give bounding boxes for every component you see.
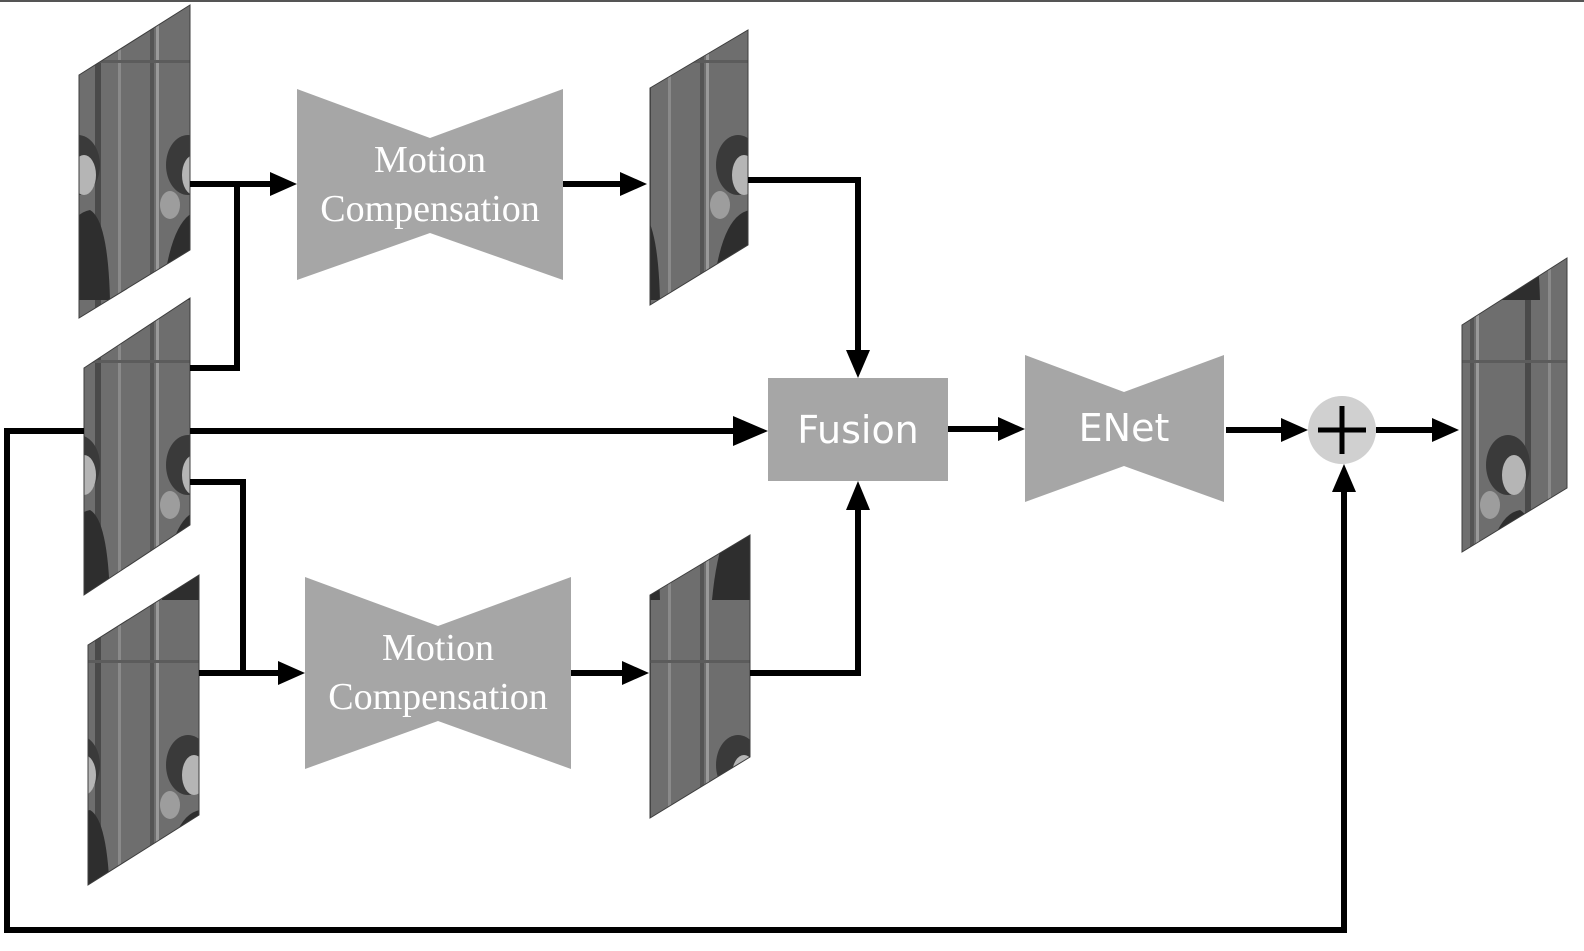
motion-compensation-bottom-line1: Motion [382, 627, 494, 669]
connector-sum-to-output [1376, 418, 1459, 442]
motion-compensation-top-block: Motion Compensation [297, 89, 563, 280]
compensated-frame-bottom [649, 534, 751, 819]
connector-current-to-mc-top [190, 184, 240, 371]
fusion-label: Fusion [797, 408, 919, 452]
connector-mc-bottom-to-frame [571, 661, 649, 685]
enet-block: ENet [1025, 355, 1224, 502]
input-frame-next [87, 574, 200, 886]
compensated-frame-top [649, 29, 749, 306]
motion-compensation-bottom-line2: Compensation [328, 676, 548, 718]
motion-compensation-bottom-block: Motion Compensation [305, 577, 571, 769]
output-frame [1461, 257, 1568, 553]
connector-frame-bottom-to-fusion [750, 481, 870, 676]
connector-fusion-to-enet [948, 417, 1025, 441]
connector-current-to-fusion [190, 416, 768, 446]
connector-frame-top-to-fusion [748, 177, 870, 378]
connector-mc-top-to-frame [563, 172, 647, 196]
connector-current-to-mc-bottom [190, 479, 246, 673]
input-frame-previous [78, 4, 191, 319]
enet-label: ENet [1079, 406, 1170, 450]
fusion-block: Fusion [768, 378, 948, 481]
motion-compensation-top-line1: Motion [374, 139, 486, 181]
connector-skip-to-sum [4, 428, 1356, 933]
input-frame-current [83, 297, 191, 596]
connector-enet-to-sum [1226, 418, 1308, 442]
motion-compensation-top-line2: Compensation [320, 188, 540, 230]
connector-next-to-mc-bottom [199, 661, 305, 685]
connector-prev-to-mc-top [190, 172, 297, 196]
sum-node [1308, 396, 1376, 464]
